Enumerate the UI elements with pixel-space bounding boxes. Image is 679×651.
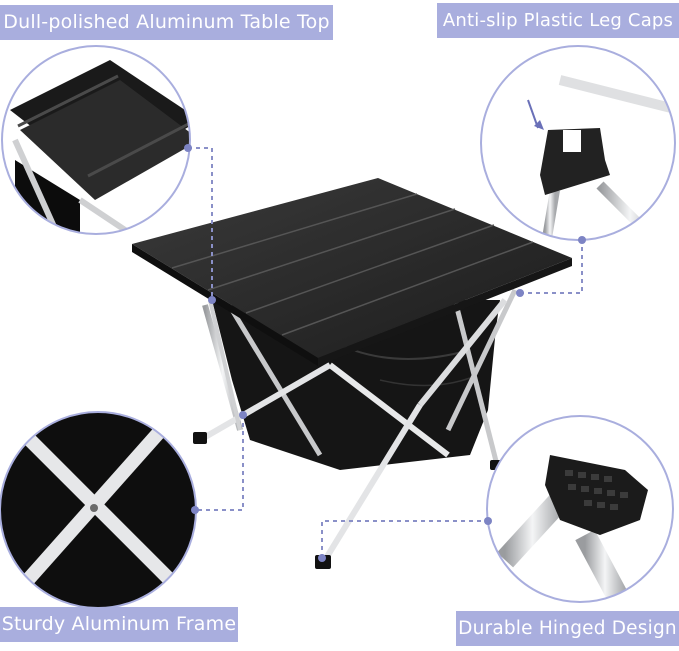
frame-leg <box>328 362 450 458</box>
detail-hinged-foot <box>486 415 674 603</box>
callout-leg-caps: Anti-slip Plastic Leg Caps <box>437 3 679 38</box>
callout-leg-caps-text: Anti-slip Plastic Leg Caps <box>442 10 674 31</box>
detail-table-top <box>1 45 191 235</box>
callout-hinge: Durable Hinged Design <box>456 611 679 646</box>
folding-table <box>132 178 572 569</box>
table-top <box>132 178 572 358</box>
detail-frame-cross <box>0 411 197 609</box>
callout-hinge-text: Durable Hinged Design <box>458 618 677 639</box>
detail-leg-cap <box>480 45 676 241</box>
leg-cap <box>193 432 207 444</box>
callout-table-top: Dull-polished Aluminum Table Top <box>0 5 333 40</box>
callout-frame: Sturdy Aluminum Frame <box>0 607 238 642</box>
callout-table-top-text: Dull-polished Aluminum Table Top <box>3 11 330 33</box>
leader-lines <box>188 147 583 558</box>
callout-frame-text: Sturdy Aluminum Frame <box>1 613 237 635</box>
